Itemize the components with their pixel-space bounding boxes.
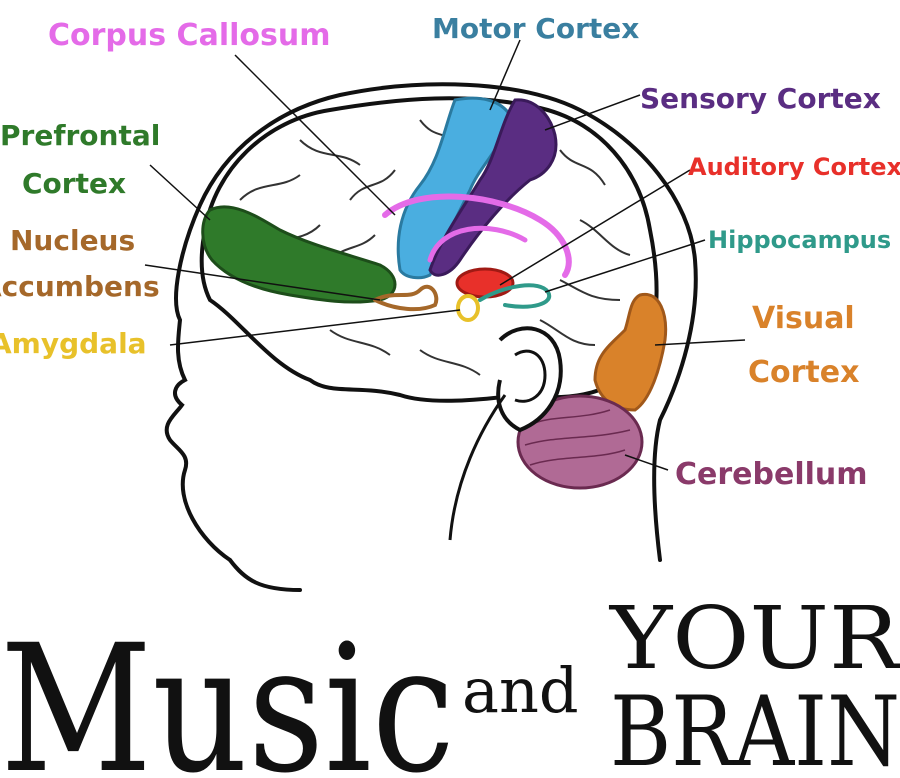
leader-lines [144, 39, 746, 471]
ear-inner [514, 349, 547, 403]
title-and: and [462, 654, 579, 727]
corpus-callosum-inner [427, 225, 528, 263]
ear [496, 326, 563, 433]
label-sensory-cortex: Sensory Cortex [640, 82, 881, 115]
label-hippocampus: Hippocampus [708, 226, 891, 254]
label-amygdala: Amygdala [0, 327, 147, 360]
label-visual-line2: Cortex [748, 355, 859, 390]
amygdala-region [456, 294, 480, 322]
label-cerebellum: Cerebellum [675, 457, 868, 492]
label-prefrontal-line2: Cortex [22, 167, 126, 200]
neck-line [228, 558, 302, 592]
title-your: YOUR [609, 589, 900, 689]
title-brain: BRAIN [610, 676, 900, 778]
nucleus-accumbens-region [373, 284, 439, 312]
label-nucleus-line2: Accumbens [0, 270, 160, 303]
earbud-cable [448, 394, 507, 541]
label-motor-cortex: Motor Cortex [432, 12, 639, 45]
label-corpus-callosum: Corpus Callosum [48, 18, 330, 53]
label-prefrontal-line1: Prefrontal [0, 119, 160, 152]
head-outline [164, 82, 698, 562]
label-auditory-cortex: Auditory Cortex [688, 153, 900, 181]
corpus-callosum-region [382, 193, 572, 278]
label-visual-line1: Visual [752, 301, 855, 336]
label-nucleus-line1: Nucleus [10, 224, 135, 257]
hippocampus-region [478, 283, 552, 309]
title-music: Music [0, 607, 455, 778]
